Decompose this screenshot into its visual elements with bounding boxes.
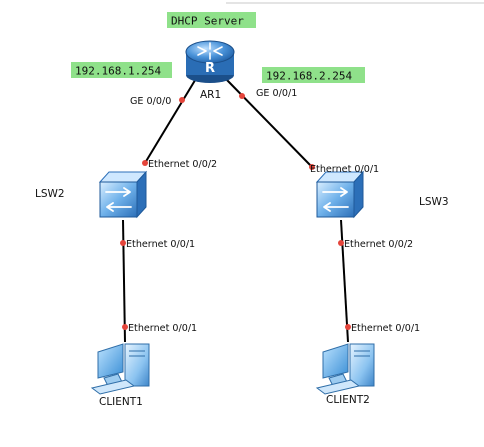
link-ar1-lsw2[interactable]	[144, 76, 198, 164]
switch-lsw3[interactable]: LSW3	[315, 170, 449, 219]
ip-label-left: 192.168.1.254	[71, 62, 172, 78]
port-label-client2: Ethernet 0/0/1	[351, 323, 420, 334]
port-label-client1: Ethernet 0/0/1	[128, 323, 197, 334]
client2[interactable]: CLIENT2	[315, 343, 375, 406]
port-dot-lsw3-uplink[interactable]	[309, 164, 315, 170]
switch-icon	[98, 170, 148, 219]
switch-lsw2[interactable]: LSW2	[35, 170, 148, 219]
port-label-lsw2-downlink: Ethernet 0/0/1	[126, 239, 195, 250]
switch-name: LSW3	[419, 196, 449, 208]
pc-icon	[315, 343, 375, 395]
port-label-ar1-ge001: GE 0/0/1	[256, 88, 297, 99]
port-dot-client2[interactable]	[345, 324, 351, 330]
switch-icon	[315, 170, 365, 219]
port-label-lsw2-uplink: Ethernet 0/0/2	[148, 159, 217, 170]
port-dot-lsw2-uplink[interactable]	[142, 160, 148, 166]
client1[interactable]: CLIENT1	[90, 343, 150, 408]
port-dot-client1[interactable]	[122, 324, 128, 330]
link-lsw2-client1[interactable]	[122, 219, 126, 343]
svg-text:192.168.2.254: 192.168.2.254	[266, 70, 352, 83]
router-name: AR1	[200, 89, 221, 101]
pc-icon	[90, 343, 150, 395]
port-dot-ar1-ge000[interactable]	[179, 97, 185, 103]
dhcp-server-label: DHCP Server	[167, 12, 256, 28]
router-icon: R	[185, 40, 235, 83]
svg-text:192.168.1.254: 192.168.1.254	[75, 65, 161, 78]
port-label-lsw3-uplink: Ethernet 0/0/1	[310, 164, 379, 175]
switch-name: LSW2	[35, 188, 65, 200]
svg-text:R: R	[205, 61, 215, 76]
port-dot-ar1-ge001[interactable]	[239, 93, 245, 99]
client-name: CLIENT2	[326, 394, 370, 406]
port-dot-lsw2-downlink[interactable]	[120, 240, 126, 246]
ip-label-right: 192.168.2.254	[262, 67, 365, 83]
port-label-ar1-ge000: GE 0/0/0	[130, 96, 171, 107]
router-ar1[interactable]: R AR1	[185, 40, 235, 101]
client-name: CLIENT1	[99, 396, 143, 408]
port-dot-lsw3-downlink[interactable]	[338, 240, 344, 246]
port-label-lsw3-downlink: Ethernet 0/0/2	[344, 239, 413, 250]
svg-text:DHCP Server: DHCP Server	[171, 15, 244, 28]
